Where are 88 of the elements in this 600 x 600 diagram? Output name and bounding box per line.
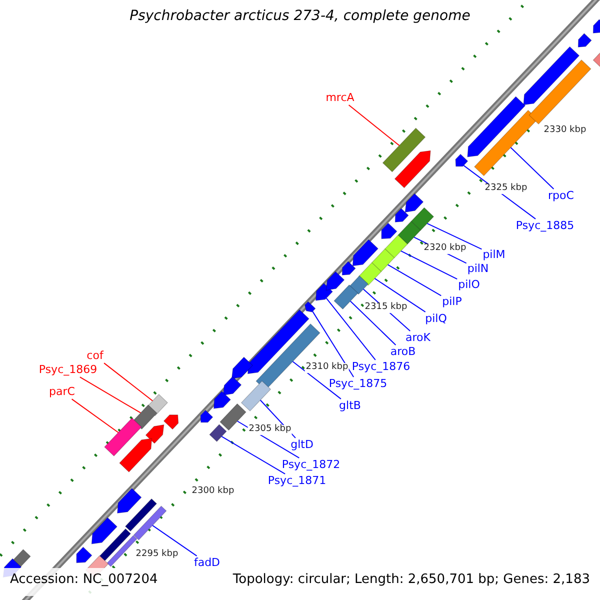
gene-label: mrcA [326,92,354,104]
gene-block [133,506,167,540]
footer-text: Topology: circular; Length: 2,650,701 bp; Genes: 2,183 [232,573,590,588]
gene-block [315,282,333,301]
gene-block [474,110,538,176]
gene-block [528,60,592,124]
gene-block [410,207,434,231]
gene-block [76,546,92,564]
leader-line [387,264,442,296]
scale-label: 2320 kbp [422,244,468,254]
gene-block [104,418,142,456]
diagram-title: Psychrobacter arcticus 273-4, complete genome [128,8,472,24]
gene-label: Psyc_1869 [38,364,98,376]
gene-block [394,150,431,188]
leader-line [104,362,154,402]
leader-line [350,300,396,346]
gene-block [382,128,426,172]
gene-block [124,498,158,532]
gene-label: Psyc_1872 [282,458,340,472]
gene-block [240,380,272,412]
gene-block [352,239,378,266]
leader-line [312,310,354,378]
leader-line [326,298,376,360]
gene-block [342,261,356,276]
gene-block [398,220,421,244]
gene-label: Psyc_1885 [516,220,574,232]
gene-label: fadD [194,556,220,570]
gene-label: rpoC [548,190,574,202]
leader-line [348,104,400,146]
scale-label: 2315 kbp [364,303,408,313]
gene-label: gltB [339,400,361,412]
scale-label: 2325 kbp [484,184,528,194]
gene-label: pilO [458,278,480,292]
footer-text: Accession: NC_007204 [10,573,158,588]
gene-block [222,376,242,396]
gene-label: aroK [406,332,430,344]
scale-label: 2305 kbp [248,425,292,435]
leader-line [292,360,342,400]
leader-line [71,398,119,434]
gene-label: pilQ [425,312,447,326]
gene-block [592,19,600,34]
gene-block [213,390,231,409]
gene-block [106,535,138,567]
gene-block [455,154,468,167]
gene-block [91,517,118,544]
gene-block [231,356,254,380]
gene-block [326,271,345,291]
scale-label: 2330 kbp [542,126,588,136]
gene-block [98,528,132,562]
leader-line [426,222,482,250]
leader-line [221,436,286,474]
scale-label: 2310 kbp [304,363,350,373]
gene-block [304,301,316,312]
gene-block [384,234,408,258]
gene-block [349,275,369,295]
gene-block [163,414,179,430]
gene-block [334,284,358,310]
gene-label: pilM [482,248,506,262]
gene-label: Psyc_1875 [328,378,388,390]
gene-block [132,404,158,430]
gene-block [467,96,526,158]
gene-block [200,410,214,423]
gene-label: pilN [467,262,489,276]
gene-block [209,424,227,442]
leader-line [400,250,458,280]
gene-label: pilP [442,296,462,308]
gene-label: parC [49,386,75,398]
leader-line [79,376,142,414]
scale-label: 2295 kbp [134,550,180,560]
gene-block [119,438,152,472]
gene-block [371,248,395,272]
gene-block [220,403,246,431]
gene-label: gltD [290,438,314,452]
gene-block [523,46,580,106]
scale-label: 2300 kbp [190,487,236,497]
gene-label: aroB [390,346,416,358]
gene-block [394,208,409,222]
gene-label: Psyc_1871 [268,474,326,488]
gene-block [404,193,424,213]
gene-block [358,262,382,286]
gene-block [145,424,164,444]
gene-label: Psyc_1876 [352,360,410,374]
gene-block [578,33,592,48]
gene-block [117,488,142,514]
leader-line [510,146,554,190]
gene-label: cof [86,350,104,362]
leader-line [152,524,198,556]
leader-line [374,278,426,312]
